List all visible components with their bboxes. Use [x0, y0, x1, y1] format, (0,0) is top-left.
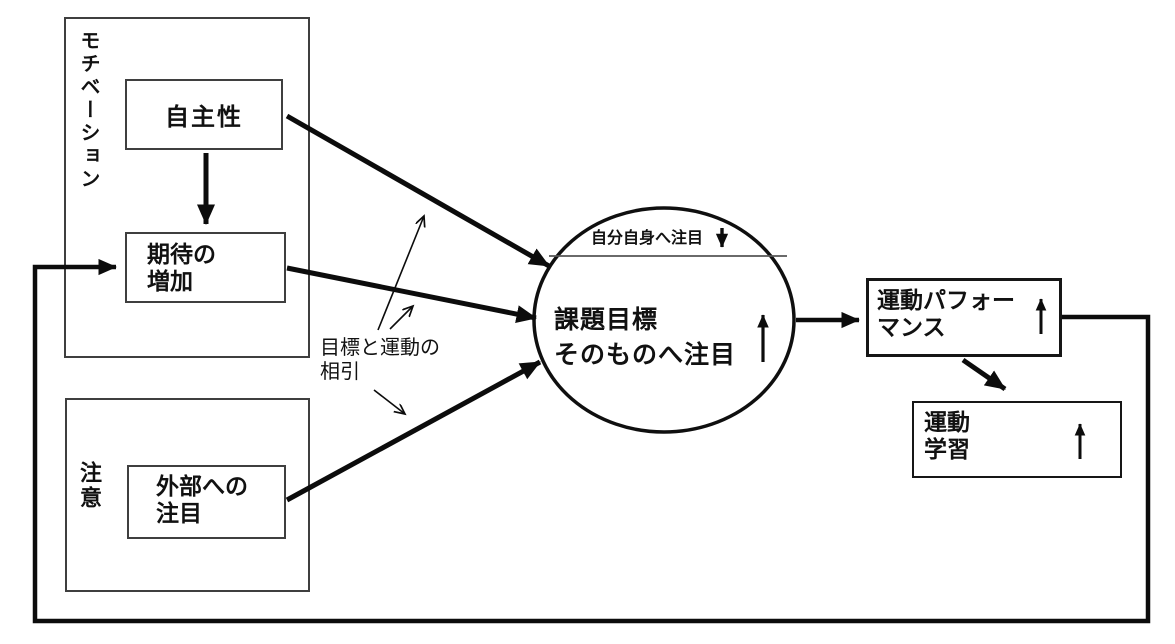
task-goal-focus-label: 課題目標 そのものへ注目	[554, 306, 737, 369]
motivation-group-label: モチベーション	[77, 30, 99, 191]
motivation-group-box	[64, 17, 310, 358]
external-focus-label: 外部への 注目	[156, 473, 248, 526]
motor-learning-label: 運動 学習	[924, 409, 970, 462]
motor-performance-label: 運動パフォー マンス	[877, 287, 1015, 340]
self-focus-label: 自分自身へ注目	[591, 230, 704, 247]
goal-action-coupling-label: 目標と運動の 相引	[320, 337, 440, 383]
autonomy-label: 自主性	[165, 104, 243, 131]
attention-group-label: 注意	[77, 461, 102, 511]
expectancy-label: 期待の 増加	[147, 241, 216, 294]
autonomy-box	[125, 79, 283, 150]
